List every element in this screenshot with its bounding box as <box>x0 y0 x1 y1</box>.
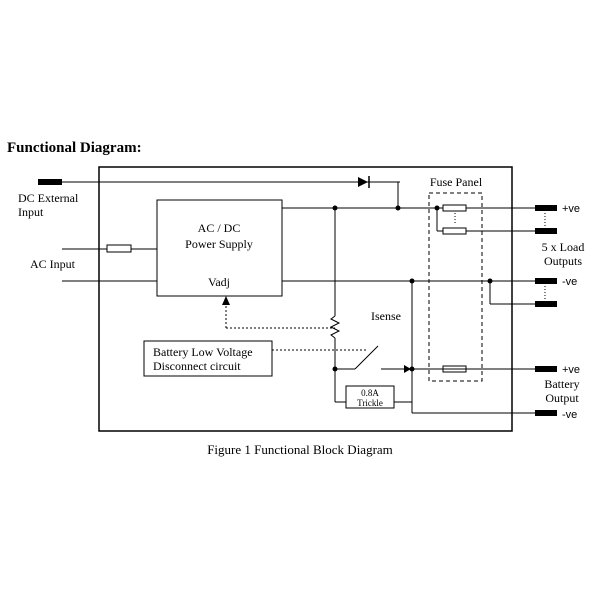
load-neg-terminal <box>535 278 557 284</box>
dc-external-label: DC External <box>18 191 79 205</box>
page-heading: Functional Diagram: <box>7 140 142 156</box>
load-neg-label: -ve <box>562 276 577 288</box>
battery-output-line2: Output <box>545 391 579 405</box>
fuse <box>442 204 467 212</box>
trickle-label: Trickle <box>357 398 383 408</box>
load-pos-label: +ve <box>562 203 580 215</box>
fuse-panel-outline <box>428 192 483 382</box>
load-outputs-line1: 5 x Load <box>542 240 585 254</box>
trickle-value: 0.8A <box>361 388 379 398</box>
blv-line2: Disconnect circuit <box>153 359 241 373</box>
dc-input-terminal <box>38 179 62 185</box>
load-outputs-line2: Outputs <box>544 254 582 268</box>
ac-input-label: AC Input <box>30 257 76 271</box>
power-supply-line2: Power Supply <box>185 237 253 251</box>
battery-neg-terminal <box>535 410 557 416</box>
vadj-arrow <box>222 296 230 305</box>
ac-input-fuse <box>106 244 132 253</box>
disconnect-switch <box>354 345 379 370</box>
blv-line1: Battery Low Voltage <box>153 345 253 359</box>
battery-low-voltage-block <box>143 340 273 377</box>
power-supply-block <box>156 199 283 297</box>
trickle-box <box>345 385 395 409</box>
vadj-label: Vadj <box>208 275 230 289</box>
trickle-arrow <box>404 365 411 373</box>
load-pos-terminal <box>535 205 557 211</box>
dc-input-label: Input <box>18 205 44 219</box>
fuse-panel-label: Fuse Panel <box>430 175 483 189</box>
battery-neg-label: -ve <box>562 409 577 421</box>
load-neg-terminal <box>535 301 557 307</box>
load-pos-terminal <box>535 228 557 234</box>
battery-pos-label: +ve <box>562 364 580 376</box>
isense-label: Isense <box>371 309 401 323</box>
enclosure-box <box>98 166 513 432</box>
dc-input-diode <box>358 177 368 187</box>
junction-dot <box>395 205 401 211</box>
battery-pos-terminal <box>535 366 557 372</box>
fuse <box>442 227 467 235</box>
isense-resistor <box>329 315 341 339</box>
power-supply-line1: AC / DC <box>198 221 241 235</box>
battery-output-line1: Battery <box>544 377 579 391</box>
figure-caption: Figure 1 Functional Block Diagram <box>207 442 393 457</box>
